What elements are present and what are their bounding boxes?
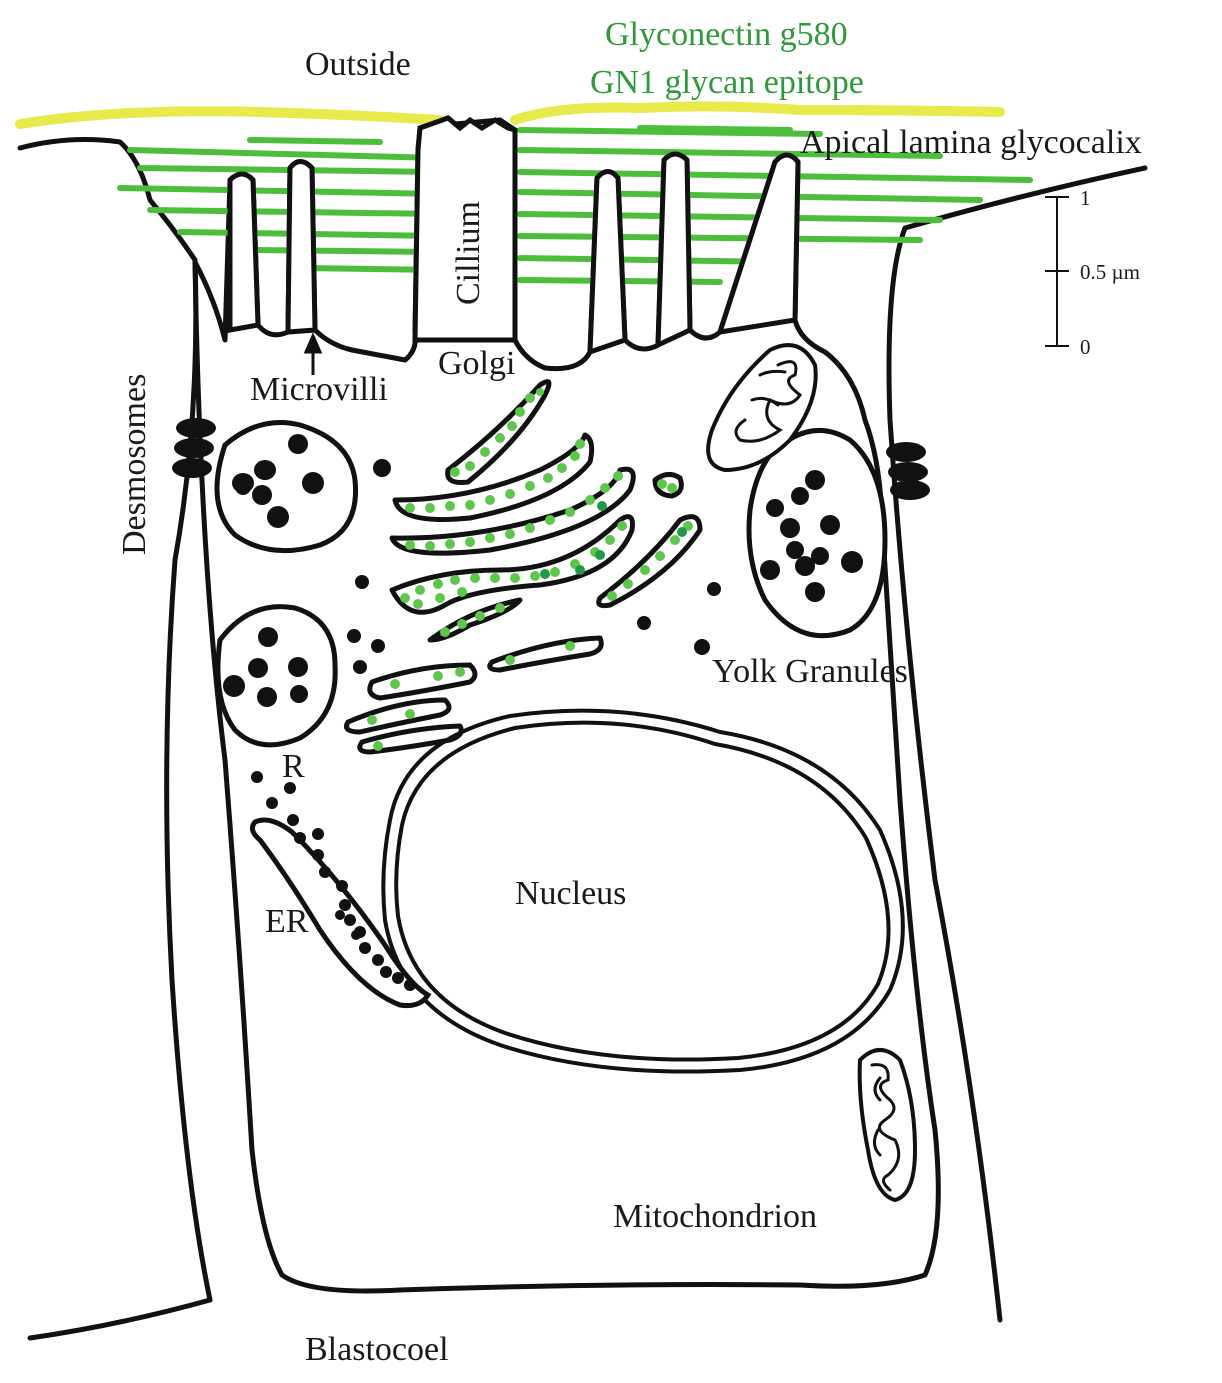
glycocalix-label: Apical lamina glycocalix [800,124,1142,161]
mitochondrion-lower [857,1048,917,1202]
scale-mid-label: 0.5 µm [1080,260,1140,284]
golgi-label: Golgi [438,345,516,382]
microvilli-label: Microvilli [250,371,388,408]
cristae [734,360,901,1192]
nucleus-inner [394,720,891,1062]
main-cell-membrane [192,115,941,1294]
left-cell-membrane [17,137,213,1341]
scale-bar [1045,196,1069,347]
scale-bottom-label: 0 [1080,335,1091,359]
microvilli-arrow [303,332,323,375]
free-granules [347,459,721,674]
scale-top-label: 1 [1080,186,1091,210]
er-label: ER [265,903,309,940]
glyconectin-label: Glyconectin g580 [605,16,848,53]
blastocoel-label: Blastocoel [305,1331,449,1368]
epitope-label: GN1 glycan epitope [590,64,864,101]
golgi-cisterna [445,379,552,485]
golgi-cisterna [389,514,635,615]
yolk-vesicle [746,427,888,639]
yolk-vesicle [214,420,359,554]
desmosome-left [172,418,216,478]
nucleus-label: Nucleus [515,875,627,912]
microvillus [285,159,318,335]
microvillus [716,152,801,336]
cilium [412,115,518,343]
outside-label: Outside [305,46,411,83]
mitochondrion-label: Mitochondrion [613,1198,817,1235]
nucleus-outer [381,708,905,1074]
mitochondrion-upper [706,343,818,472]
golgi-green-vesicles [367,388,693,751]
microvillus [227,171,261,333]
desmosomes-label: Desmosomes [116,373,153,555]
ribosome-label: R [282,748,305,785]
right-cell-membrane [886,165,1148,1323]
microvillus [587,169,628,356]
golgi-cisterna [367,662,478,701]
cilium-label: Cillium [450,201,487,305]
golgi-cisterna [392,432,595,523]
yolk-vesicle [215,604,338,748]
desmosome-right [886,442,930,500]
yolk-granules-label: Yolk Granules [712,653,908,690]
glycan-layer [15,101,1005,129]
microvillus [655,151,693,349]
yolk-granule-dots [223,434,863,707]
ribosomes [251,771,416,991]
golgi-cisterna [487,635,604,673]
golgi-dark-vesicles [540,501,687,579]
